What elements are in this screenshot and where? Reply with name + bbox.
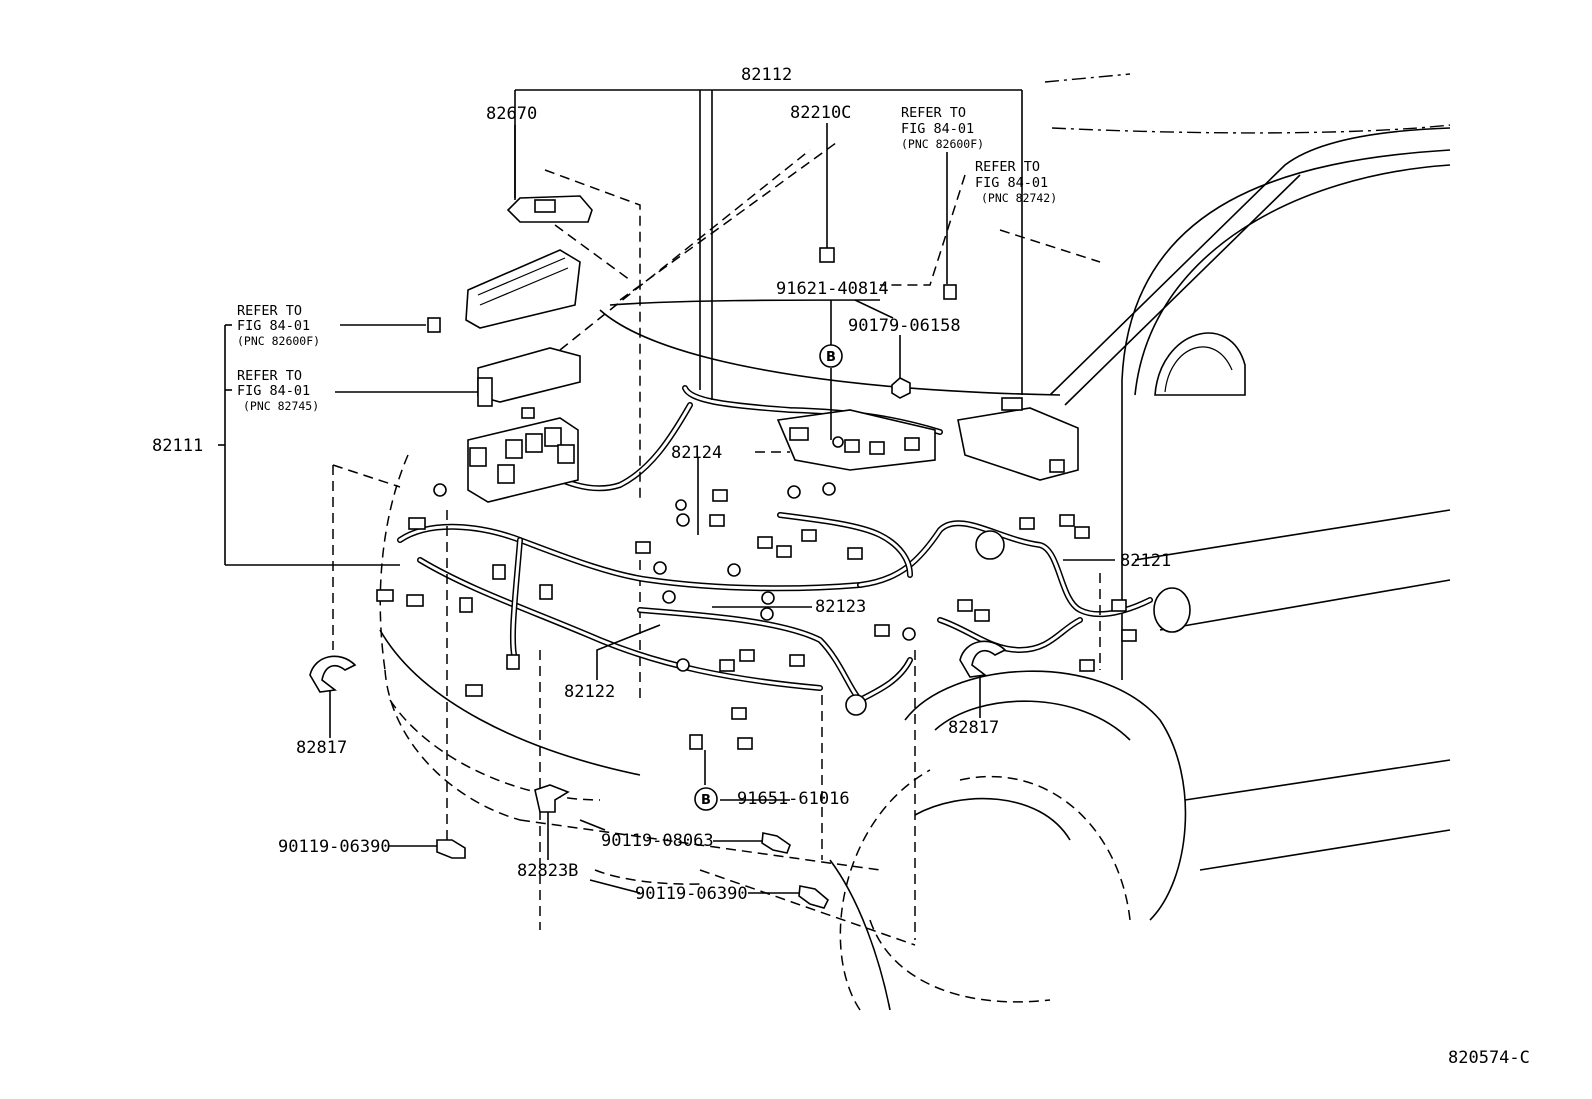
junction-block-center (776, 409, 936, 471)
svg-text:REFER TO: REFER TO (237, 368, 302, 384)
refer-note-top-82742: REFER TO FIG 84-01 (PNC 82742) (975, 159, 1057, 205)
bolt-90119-06390-bottom (798, 885, 829, 909)
nut-90179 (891, 377, 911, 399)
svg-text:(PNC 82600F): (PNC 82600F) (901, 137, 984, 151)
clamp-82817-left (309, 655, 357, 693)
bracket-82823b (534, 784, 570, 813)
ecu-module (957, 397, 1079, 481)
label-91621-40814: 91621-40814 (776, 279, 889, 299)
label-82823b: 82823B (517, 861, 578, 881)
fuse-82600f-left (427, 317, 441, 333)
label-82210c: 82210C (790, 103, 851, 123)
fuse-82742 (943, 284, 957, 300)
bolt-90119-06390-left (436, 839, 466, 859)
svg-text:REFER TO: REFER TO (237, 303, 302, 319)
label-90179-06158: 90179-06158 (848, 316, 961, 336)
connectors (376, 482, 1191, 750)
svg-text:FIG 84-01: FIG 84-01 (237, 318, 310, 334)
relay-block (467, 407, 579, 503)
label-82123: 82123 (815, 597, 866, 617)
refer-note-left-82745: REFER TO FIG 84-01 (PNC 82745) (237, 368, 319, 413)
svg-text:(PNC 82742): (PNC 82742) (981, 191, 1057, 205)
label-82124: 82124 (671, 443, 722, 463)
label-91651-61016: 91651-61016 (737, 789, 850, 809)
clamp-82817-right (959, 640, 1007, 678)
fuse-box-cover (465, 249, 581, 329)
svg-text:REFER TO: REFER TO (901, 105, 966, 121)
bolt-90119-08063 (761, 832, 791, 854)
label-82121: 82121 (1120, 551, 1171, 571)
svg-text:B: B (826, 350, 836, 365)
svg-text:(PNC 82745): (PNC 82745) (243, 399, 319, 413)
svg-text:FIG 84-01: FIG 84-01 (901, 121, 974, 137)
svg-text:FIG 84-01: FIG 84-01 (975, 175, 1048, 191)
part-82210c (819, 247, 835, 263)
refer-note-left-82600f: REFER TO FIG 84-01 (PNC 82600F) (237, 303, 320, 348)
label-82122: 82122 (564, 682, 615, 702)
label-90119-08063: 90119-08063 (601, 831, 714, 851)
label-82817-right: 82817 (948, 718, 999, 738)
relay-block-82670 (506, 195, 593, 223)
label-90119-06390-bottom: 90119-06390 (635, 884, 748, 904)
label-82112: 82112 (741, 65, 792, 85)
part-labels: 82112 82670 82210C 91621-40814 90179-061… (152, 65, 1530, 1068)
label-82111: 82111 (152, 436, 203, 456)
vehicle-body-outline (379, 73, 1451, 1011)
leader-lines (218, 89, 1115, 894)
figure-id: 820574-C (1448, 1048, 1530, 1068)
label-82817-left: 82817 (296, 738, 347, 758)
marker-b-top: B (819, 344, 843, 368)
label-82670: 82670 (486, 104, 537, 124)
svg-text:B: B (701, 793, 711, 808)
marker-b-bottom: B (694, 787, 718, 811)
svg-text:REFER TO: REFER TO (975, 159, 1040, 175)
fuse-box (477, 347, 581, 407)
svg-text:(PNC 82600F): (PNC 82600F) (237, 334, 320, 348)
label-90119-06390-left: 90119-06390 (278, 837, 391, 857)
refer-note-top-82600f: REFER TO FIG 84-01 (PNC 82600F) (901, 105, 984, 151)
svg-text:FIG 84-01: FIG 84-01 (237, 383, 310, 399)
